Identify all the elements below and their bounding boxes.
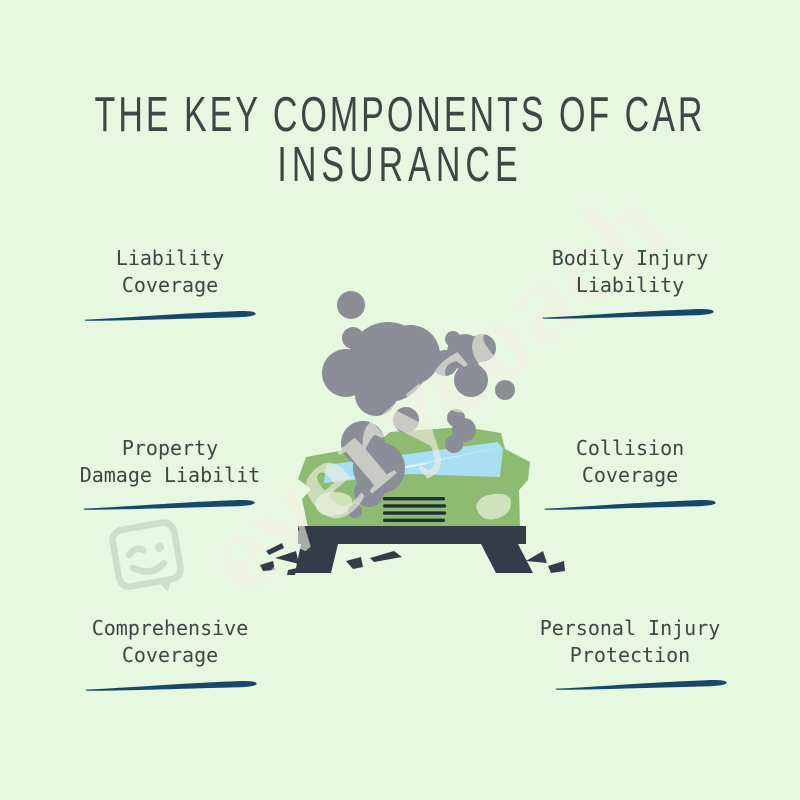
- title-line-2: INSURANCE: [277, 137, 523, 193]
- page-title: THE KEY COMPONENTS OF CAR INSURANCE: [0, 87, 800, 192]
- headlights: [315, 491, 511, 520]
- crashed-car-illustration: [260, 291, 565, 575]
- brush-underline: [84, 311, 256, 321]
- label-personal-injury-protection: Personal Injury Protection: [539, 616, 721, 667]
- brush-underline: [542, 309, 714, 319]
- grille: [383, 497, 446, 522]
- smoke-clouds: [322, 291, 515, 518]
- label-property-damage-liability: Property Damage Liabilit: [79, 436, 261, 487]
- brush-underline: [83, 500, 255, 510]
- road-debris: [260, 543, 565, 575]
- brush-underline: [85, 681, 257, 691]
- winking-smiley-icon: [109, 519, 184, 592]
- brush-underline: [555, 680, 727, 690]
- title-line-1: THE KEY COMPONENTS OF CAR: [94, 87, 706, 143]
- label-liability-coverage: Liability Coverage: [115, 246, 225, 297]
- label-comprehensive-coverage: Comprehensive Coverage: [91, 616, 249, 667]
- bumper: [295, 526, 533, 573]
- brush-underline: [544, 500, 716, 510]
- label-collision-coverage: Collision Coverage: [575, 436, 685, 487]
- label-bodily-injury-liability: Bodily Injury Liability: [551, 246, 709, 297]
